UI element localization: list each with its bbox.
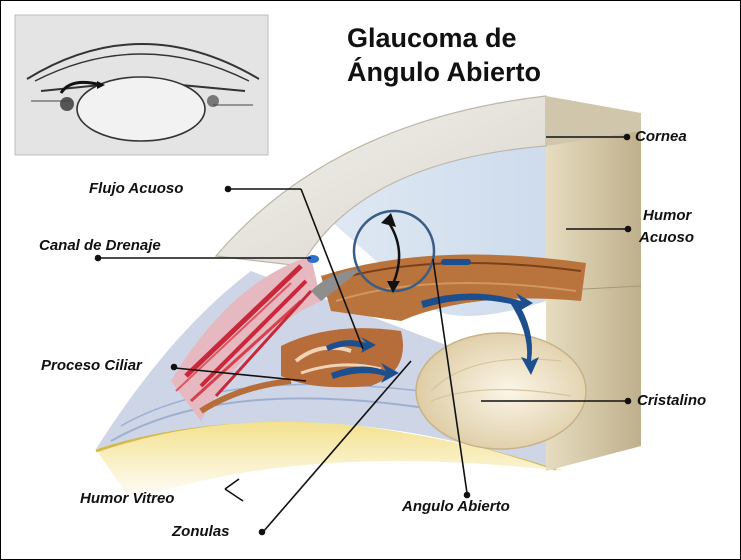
- label-proceso-ciliar: Proceso Ciliar: [41, 357, 142, 374]
- label-canal-drenaje: Canal de Drenaje: [39, 237, 161, 254]
- label-cristalino: Cristalino: [637, 392, 706, 409]
- label-cornea: Cornea: [635, 128, 687, 145]
- label-humor-vitreo: Humor Vitreo: [80, 490, 174, 507]
- label-flujo-acuoso: Flujo Acuoso: [89, 180, 183, 197]
- cristalino-lens: [416, 333, 586, 449]
- eye-cross-section-inset: [15, 15, 268, 155]
- title-line-1: Glaucoma de: [347, 21, 541, 55]
- label-zonulas: Zonulas: [172, 523, 230, 540]
- label-humor-acuoso-line1: Humor: [643, 207, 691, 224]
- label-angulo-abierto: Angulo Abierto: [402, 498, 510, 515]
- label-humor-acuoso-line2: Acuoso: [639, 229, 694, 246]
- canal-drenaje-marker: [307, 255, 319, 263]
- title-line-2: Ángulo Abierto: [347, 55, 541, 89]
- diagram-title: Glaucoma de Ángulo Abierto: [347, 21, 541, 89]
